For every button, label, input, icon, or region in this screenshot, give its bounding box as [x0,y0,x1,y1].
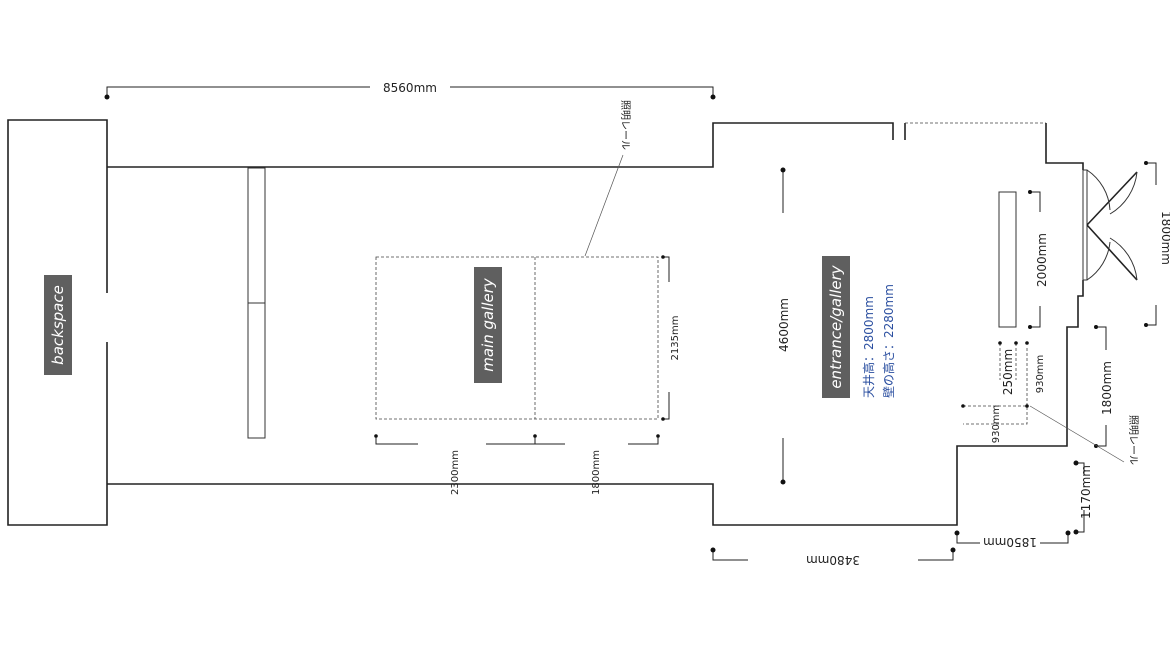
dim-gap-930-h-label: 930mm [991,405,1002,444]
dim-rail-spans: 2300mm 1800mm [374,434,660,495]
dim-top-length-label: 8560mm [383,81,437,95]
lighting-rail-top-label: 照明レール [619,100,631,150]
double-door [1082,169,1138,281]
wall-height-text: 壁の高さ：2280mm [881,284,896,398]
dim-rail-depth-label: 2135mm [670,316,681,361]
label-entrance-gallery: entrance/gallery [822,256,850,398]
label-main-gallery: main gallery [474,267,502,383]
dim-panel-length: 2000mm [1028,190,1049,329]
label-backspace-text: backspace [49,285,67,365]
dim-rail-depth: 2135mm [661,255,681,421]
gallery-walls [107,122,1084,526]
dim-entrance-width-label: 4600mm [777,298,791,352]
dim-small-gaps: 250mm 930mm 930mm [961,341,1046,443]
partition-wall [247,167,266,439]
dim-gap-930-v-label: 930mm [1035,355,1046,394]
dim-rail-span-b-label: 1800mm [591,450,602,495]
dim-step-1170: 1170mm [1073,460,1093,535]
dim-bottom-length-label: 3480mm [806,553,860,567]
dim-step-1170-label: 1170mm [1079,465,1093,519]
dim-right-wall-label: 1800mm [1100,361,1114,415]
dim-top-length: 8560mm [104,81,716,100]
dim-gap-250-label: 250mm [1001,349,1015,395]
dim-panel-length-label: 2000mm [1035,233,1049,287]
display-panel [998,191,1017,328]
backspace-room [7,119,108,526]
lighting-rail-right-label: 照明レール [1127,415,1139,465]
dim-entrance-width: 4600mm [777,167,791,485]
dim-right-wall: 1800mm [1094,325,1114,448]
small-rail-box [963,343,1028,425]
label-backspace: backspace [44,275,72,375]
dim-rail-span-a-label: 2300mm [450,450,461,495]
lighting-rails [375,256,659,420]
label-main-gallery-text: main gallery [479,277,497,372]
ceiling-height-text: 天井高：2800mm [861,296,876,398]
dim-step-1850-label: 1850mm [983,535,1037,549]
dim-door-width-label: 1800mm [1159,211,1170,265]
label-entrance-gallery-text: entrance/gallery [827,264,845,388]
dim-step-1850: 1850mm [954,530,1071,549]
dim-bottom-length: 3480mm [710,547,956,567]
height-info: 天井高：2800mm 壁の高さ：2280mm [861,284,896,398]
lighting-rail-callout-right: 照明レール [1029,405,1139,465]
lighting-rail-callout-top: 照明レール [584,100,631,257]
dim-door-width: 1800mm [1144,161,1170,327]
